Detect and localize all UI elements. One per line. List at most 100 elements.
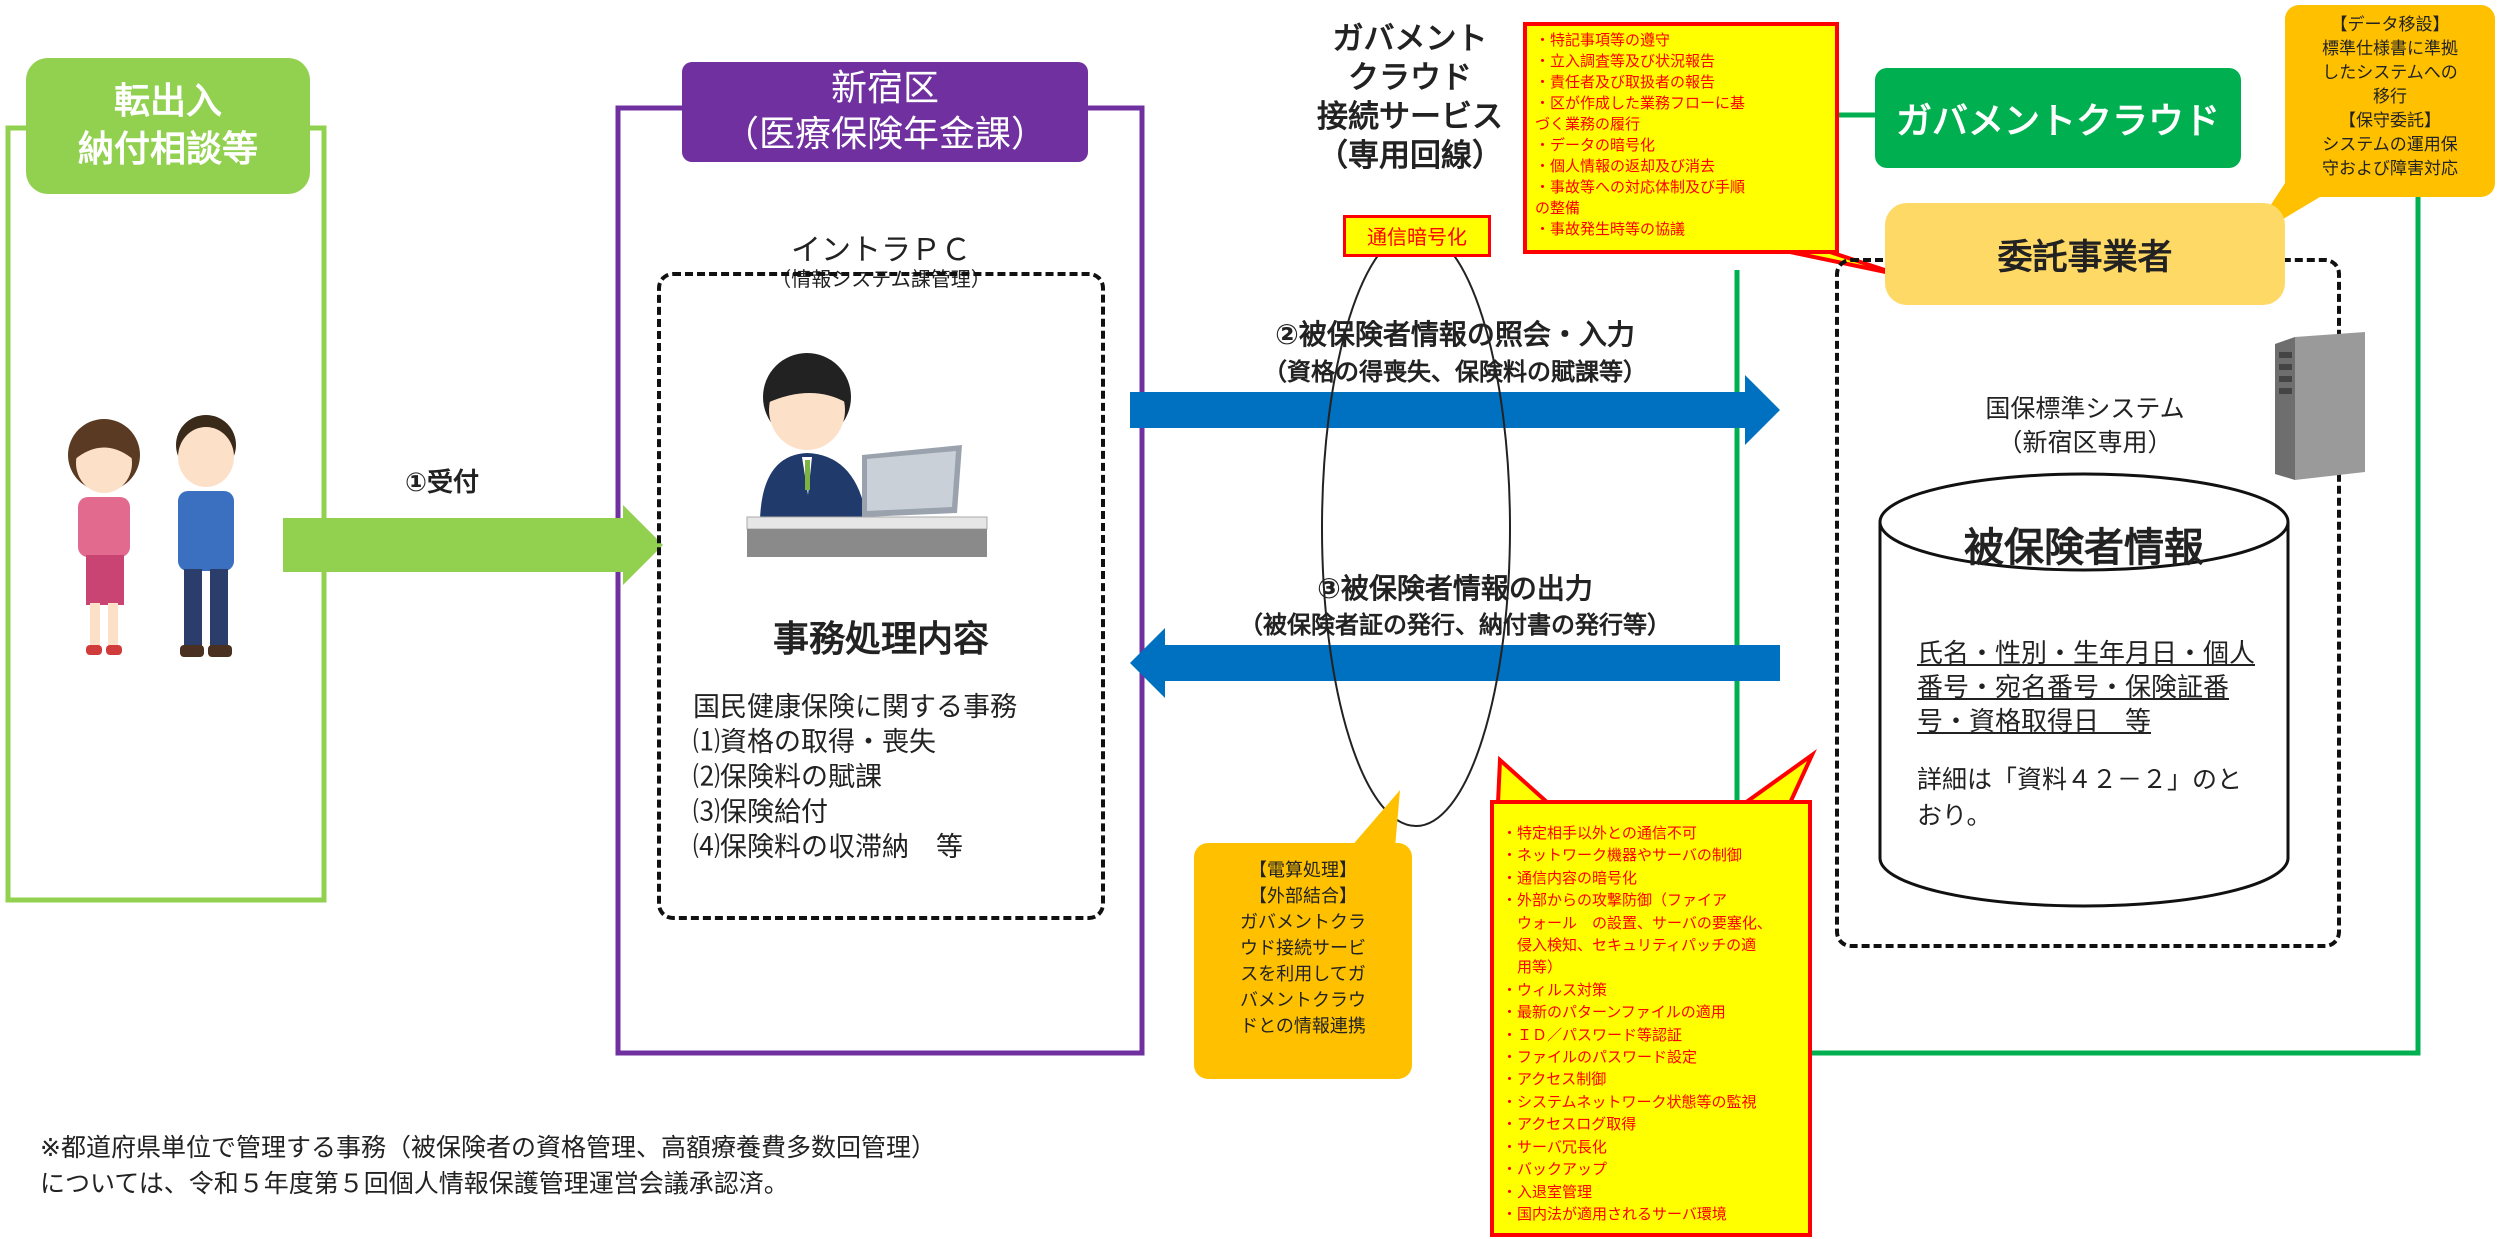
insured-field-line: 氏名・性別・生年月日・個人 <box>1917 639 2256 669</box>
callout-line: 【保守委託】 <box>2339 111 2441 131</box>
work-items: 国民健康保険に関する事務 ⑴資格の取得・喪失 ⑵保険料の賦課 ⑶保険給付 ⑷保険… <box>693 690 1017 865</box>
callout-line: 守および障害対応 <box>2322 159 2458 179</box>
shinjuku-header: 新宿区 （医療保険年金課） <box>682 62 1088 162</box>
callout-line: ・事故発生時等の協議 <box>1535 220 1686 238</box>
insured-info-title: 被保険者情報 <box>1964 525 2204 571</box>
top-orange-callout: 【データ移設】 標準仕様書に準拠 したシステムへの 移行 【保守委託】 システム… <box>2285 5 2495 197</box>
intra-pc-label: イントラＰＣ <box>791 233 971 268</box>
callout-line: 【データ移設】 <box>2330 15 2450 35</box>
callout-line: ・通信内容の暗号化 <box>1502 868 1638 887</box>
left-panel-title-line2: 納付相談等 <box>77 129 258 170</box>
callout-line: ・責任者及び取扱者の報告 <box>1535 73 1716 91</box>
standard-system-label: 国保標準システム （新宿区専用） <box>1885 392 2285 460</box>
shinjuku-title-line1: 新宿区 <box>830 68 939 109</box>
step3-arrow <box>1130 628 1780 698</box>
office-worker-pc-illustration <box>746 353 988 557</box>
callout-line: ・サーバ冗長化 <box>1502 1137 1607 1156</box>
footnote-line: ※都道府県単位で管理する事務（被保険者の資格管理、高額療養費多数回管理） <box>40 1133 936 1162</box>
callout-line: ・入退室管理 <box>1502 1182 1593 1201</box>
bottom-red-callout-tail <box>1495 755 1554 805</box>
intra-pc-box <box>657 272 1105 920</box>
step3-sub: （被保険者証の発行、納付書の発行等） <box>1239 611 1671 639</box>
database-cylinder <box>1878 472 2290 908</box>
callout-line: ウォール の設置、サーバの要塞化、 <box>1502 913 1772 932</box>
insured-detail-line: おり。 <box>1917 801 1992 830</box>
callout-line: ガバメントクラ <box>1240 912 1366 933</box>
callout-line: 【外部結合】 <box>1249 886 1357 907</box>
gov-cloud-service-line: 接続サービス <box>1317 99 1503 135</box>
callout-line: ・アクセス制御 <box>1502 1070 1607 1089</box>
callout-line: ・ファイルのパスワード設定 <box>1502 1048 1698 1067</box>
callout-line: づく業務の履行 <box>1535 115 1641 133</box>
gov-cloud-service-title: ガバメント クラウド 接続サービス （専用回線） <box>1300 20 1520 176</box>
callout-line: ・データの暗号化 <box>1535 136 1656 154</box>
callout-line: 侵入検知、セキュリティパッチの適 <box>1502 936 1757 955</box>
server-icon <box>2275 332 2365 480</box>
bottom-red-callout: ・特定相手以外との通信不可 ・ネットワーク機器やサーバの制御 ・通信内容の暗号化… <box>1490 800 1812 1237</box>
step3-title: ③被保険者情報の出力 <box>1317 572 1593 605</box>
callout-line: ・特記事項等の遵守 <box>1535 31 1671 49</box>
left-panel-header: 転出入 納付相談等 <box>26 58 310 194</box>
callout-line: ・個人情報の返却及び消去 <box>1535 157 1716 175</box>
left-panel-title-line1: 転出入 <box>113 81 222 122</box>
standard-system-line1: 国保標準システム <box>1985 394 2185 423</box>
bottom-orange-callout: 【電算処理】 【外部結合】 ガバメントクラ ウド接続サービ スを利用してガ バメ… <box>1194 843 1412 1079</box>
callout-line: ドとの情報連携 <box>1240 1016 1366 1037</box>
callout-line: スを利用してガ <box>1240 964 1366 985</box>
work-item: ⑶保険給付 <box>693 797 828 828</box>
step2-arrow <box>1130 375 1780 445</box>
callout-line: ・国内法が適用されるサーバ環境 <box>1502 1204 1727 1223</box>
step1-label: ①受付 <box>405 468 480 498</box>
work-title: 事務処理内容 <box>772 619 989 660</box>
callout-line: システムの運用保 <box>2322 135 2458 155</box>
encryption-label: 通信暗号化 <box>1343 215 1491 257</box>
callout-line: ・ウィルス対策 <box>1502 980 1608 999</box>
intra-pc-sub-label: （情報システム課管理） <box>771 267 991 291</box>
callout-line: ウド接続サービ <box>1240 938 1366 959</box>
insured-field-line: 番号・宛名番号・保険証番 <box>1917 673 2230 703</box>
work-item: ⑷保険料の収滞納 等 <box>693 832 963 863</box>
insured-detail-line: 詳細は「資料４２－２」のと <box>1917 765 2243 794</box>
callout-line: したシステムへの <box>2322 63 2458 83</box>
gov-cloud-service-line: クラウド <box>1348 60 1472 96</box>
callout-line: ・事故等への対応体制及び手順 <box>1535 178 1746 196</box>
callout-line: ・区が作成した業務フローに基 <box>1535 94 1746 112</box>
footnote: ※都道府県単位で管理する事務（被保険者の資格管理、高額療養費多数回管理） につい… <box>40 1130 936 1202</box>
insured-info-fields: 氏名・性別・生年月日・個人 番号・宛名番号・保険証番 号・資格取得日 等 <box>1917 637 2255 739</box>
callout-line: ・最新のパターンファイルの適用 <box>1502 1003 1726 1022</box>
callout-line: 標準仕様書に準拠 <box>2322 39 2458 59</box>
step1-arrow <box>283 505 663 585</box>
standard-system-line2: （新宿区専用） <box>1997 428 2173 457</box>
insured-info-detail: 詳細は「資料４２－２」のと おり。 <box>1917 762 2242 834</box>
step2-title: ②被保険者情報の照会・入力 <box>1275 318 1635 351</box>
callout-line: ・立入調査等及び状況報告 <box>1535 52 1716 70</box>
work-item: 国民健康保険に関する事務 <box>693 692 1017 723</box>
callout-line: ・システムネットワーク状態等の監視 <box>1502 1092 1757 1111</box>
vendor-header: 委託事業者 <box>1885 203 2285 305</box>
callout-line: ・特定相手以外との通信不可 <box>1502 824 1697 842</box>
callout-line: バメントクラウ <box>1240 990 1366 1011</box>
work-item: ⑵保険料の賦課 <box>693 762 882 793</box>
gov-cloud-header: ガバメントクラウド <box>1875 68 2241 168</box>
insured-field-line: 号・資格取得日 等 <box>1917 707 2152 737</box>
work-item: ⑴資格の取得・喪失 <box>693 727 936 758</box>
shinjuku-title-line2: （医療保険年金課） <box>722 114 1047 155</box>
bottom-red-callout-tail-right <box>1738 748 1817 805</box>
callout-line: 移行 <box>2373 87 2407 107</box>
callout-line: 【電算処理】 <box>1249 860 1357 881</box>
gov-cloud-service-line: ガバメント <box>1332 21 1488 57</box>
footnote-line: については、令和５年度第５回個人情報保護管理運営会議承認済。 <box>40 1169 789 1198</box>
callout-line: ・外部からの攻撃防御（ファイア <box>1502 891 1728 910</box>
callout-line: ・バックアップ <box>1502 1160 1608 1179</box>
top-red-callout: ・特記事項等の遵守 ・立入調査等及び状況報告 ・責任者及び取扱者の報告 ・区が作… <box>1523 22 1839 254</box>
gov-cloud-service-line: （専用回線） <box>1317 138 1503 174</box>
callout-line: ・ネットワーク機器やサーバの制御 <box>1502 846 1742 865</box>
callout-line: 用等） <box>1502 958 1563 977</box>
bottom-orange-callout-tail <box>1350 790 1400 848</box>
step2-sub: （資格の得喪失、保険料の賦課等） <box>1263 358 1647 386</box>
callout-line: ・アクセスログ取得 <box>1502 1115 1637 1134</box>
callout-line: の整備 <box>1535 199 1581 217</box>
persons-illustration <box>68 415 236 657</box>
callout-line: ・ＩＤ／パスワード等認証 <box>1502 1025 1683 1044</box>
